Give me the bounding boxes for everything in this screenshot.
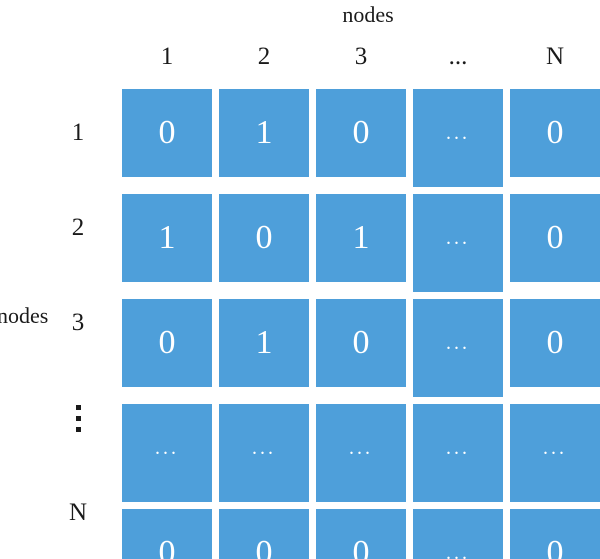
matrix-cell[interactable]: 0 bbox=[316, 89, 406, 177]
vertical-ellipsis-icon bbox=[75, 404, 81, 432]
matrix-cell[interactable]: ... bbox=[219, 404, 309, 502]
matrix-cell[interactable]: ... bbox=[413, 299, 503, 397]
matrix-cell[interactable]: 0 bbox=[219, 194, 309, 282]
matrix-row: 1 0 1 ... 0 bbox=[122, 194, 600, 292]
matrix-cell[interactable]: ... bbox=[316, 404, 406, 502]
matrix-cell[interactable]: 0 bbox=[316, 299, 406, 387]
row-header-column: 1 2 3 N bbox=[56, 89, 100, 557]
matrix-cell[interactable]: ... bbox=[413, 89, 503, 187]
column-header-n: N bbox=[545, 43, 565, 70]
matrix-row: ... ... ... ... ... bbox=[122, 404, 600, 502]
left-axis-title: nodes bbox=[0, 303, 49, 328]
matrix-cell[interactable]: 0 bbox=[122, 89, 212, 177]
matrix-cell[interactable]: ... bbox=[413, 404, 503, 502]
column-header-ellipsis: ... bbox=[448, 43, 468, 70]
matrix-row: 0 0 0 ... 0 bbox=[122, 509, 600, 559]
column-header-3: 3 bbox=[354, 43, 368, 70]
adjacency-matrix-grid: 0 1 0 ... 0 1 0 1 ... 0 0 1 0 ... 0 ... … bbox=[122, 89, 600, 559]
matrix-cell[interactable]: ... bbox=[122, 404, 212, 502]
matrix-cell[interactable]: 0 bbox=[510, 194, 600, 282]
matrix-cell[interactable]: 1 bbox=[219, 89, 309, 177]
row-header-n: N bbox=[68, 499, 88, 526]
row-header-3: 3 bbox=[71, 309, 85, 336]
row-header-2: 2 bbox=[71, 214, 85, 241]
column-header-row: 1 2 3 ... N bbox=[122, 40, 600, 74]
matrix-cell[interactable]: ... bbox=[510, 404, 600, 502]
matrix-cell[interactable]: 0 bbox=[510, 89, 600, 177]
matrix-cell[interactable]: 0 bbox=[122, 299, 212, 387]
matrix-cell[interactable]: 0 bbox=[122, 509, 212, 559]
column-header-1: 1 bbox=[160, 43, 174, 70]
matrix-cell[interactable]: ... bbox=[413, 194, 503, 292]
matrix-cell[interactable]: 1 bbox=[316, 194, 406, 282]
matrix-row: 0 1 0 ... 0 bbox=[122, 299, 600, 397]
row-header-vertical-ellipsis-icon bbox=[56, 374, 100, 462]
top-axis-title: nodes bbox=[342, 2, 394, 27]
matrix-cell[interactable]: 0 bbox=[316, 509, 406, 559]
column-header-2: 2 bbox=[257, 43, 271, 70]
matrix-cell[interactable]: 0 bbox=[510, 299, 600, 387]
matrix-cell[interactable]: 0 bbox=[219, 509, 309, 559]
matrix-row: 0 1 0 ... 0 bbox=[122, 89, 600, 187]
matrix-cell[interactable]: 1 bbox=[219, 299, 309, 387]
row-header-1: 1 bbox=[71, 119, 85, 146]
matrix-cell[interactable]: ... bbox=[413, 509, 503, 559]
matrix-cell[interactable]: 0 bbox=[510, 509, 600, 559]
matrix-cell[interactable]: 1 bbox=[122, 194, 212, 282]
